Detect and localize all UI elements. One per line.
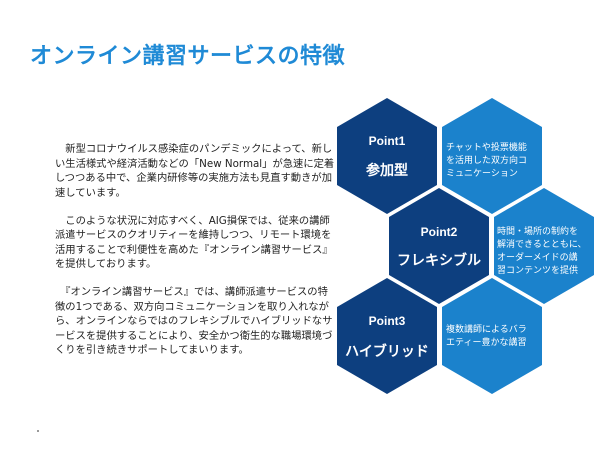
point-1-desc-line-2: を活用した双方向コ: [446, 154, 527, 166]
point-1-label: Point1: [369, 134, 406, 148]
body-paragraph-1: 新型コロナウイルス感染症のパンデミックによって、新しい生活様式や経済活動などの「…: [55, 143, 335, 199]
point-3-hexagon: [337, 278, 437, 394]
point-3-desc-line-2: エティー豊かな講習: [446, 336, 526, 348]
point-3-detail-hexagon: [442, 278, 542, 394]
point-2-desc-line-4: 習コンテンツを提供: [497, 264, 578, 276]
point-3-name: ハイブリッド: [345, 343, 429, 360]
footer-dot: [37, 430, 39, 432]
point-2-detail-hexagon: [494, 188, 594, 304]
slide-title: オンライン講習サービスの特徴: [30, 44, 346, 69]
point-3-desc-line-1: 複数講師によるバラ: [446, 323, 527, 335]
point-1-desc-line-1: チャットや投票機能: [446, 141, 527, 153]
body-paragraph-3: 『オンライン講習サービス』では、講師派遣サービスの特徴の1つである、双方向コミュ…: [55, 286, 333, 356]
point-1-desc-line-3: ミュニケーション: [446, 168, 518, 179]
body-text: 新型コロナウイルス感染症のパンデミックによって、新しい生活様式や経済活動などの「…: [55, 142, 335, 371]
point-2-hexagon: [389, 188, 489, 304]
point-1-group: Point1 参加型 チャットや投票機能 を活用した双方向コ ミュニケーション: [337, 98, 542, 214]
body-paragraph-2: このような状況に対応すべく、AIG損保では、従来の講師派遣サービスのクオリティー…: [55, 214, 333, 271]
point-2-name: フレキシブル: [397, 252, 481, 269]
point-2-label: Point2: [421, 225, 458, 239]
point-1-name: 参加型: [366, 162, 408, 179]
point-3-label: Point3: [369, 314, 406, 328]
point-1-detail-hexagon: [442, 98, 542, 214]
point-2-group: Point2 フレキシブル 時間・場所の制約を 解消できるとともに、 オーダーメ…: [389, 188, 594, 304]
point-2-desc-line-1: 時間・場所の制約を: [497, 225, 578, 237]
point-3-group: Point3 ハイブリッド 複数講師によるバラ エティー豊かな講習: [337, 278, 542, 394]
point-2-desc-line-2: 解消できるとともに、: [497, 238, 587, 250]
point-2-desc-line-3: オーダーメイドの講: [497, 251, 578, 263]
point-1-hexagon: [337, 98, 437, 214]
